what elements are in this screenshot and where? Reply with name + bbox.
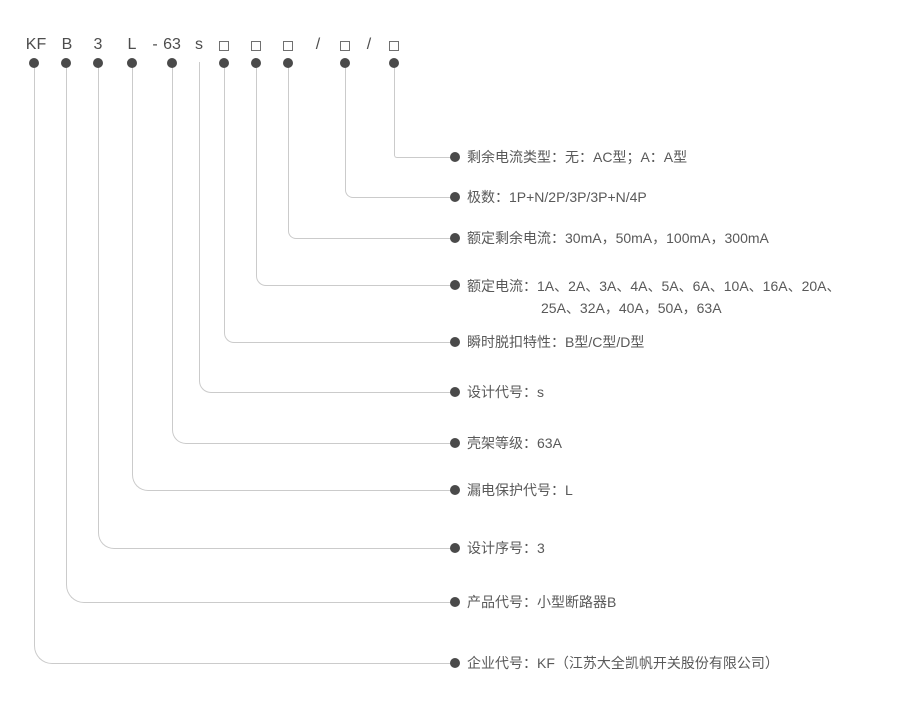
connector-dot-trip [219, 58, 229, 68]
connector-dot-type [389, 58, 399, 68]
label-dot-poles [450, 192, 460, 202]
connector-line-rated-current [256, 63, 456, 286]
label-dot-design-code [450, 387, 460, 397]
code-box-poles [340, 41, 350, 51]
label-dot-design-serial [450, 543, 460, 553]
label-rated-residual-current: 额定剩余电流：30mA，50mA，100mA，300mA [467, 230, 769, 246]
connector-line-product-code [66, 63, 456, 603]
connector-dot-current [251, 58, 261, 68]
code-part-company: KF [25, 36, 47, 53]
label-dot-residual-type [450, 152, 460, 162]
label-residual-current-type: 剩余电流类型：无：AC型；A：A型 [467, 149, 688, 165]
code-slash-2: / [366, 36, 372, 53]
label-design-serial: 设计序号：3 [467, 540, 545, 556]
connector-line-company-code [34, 63, 456, 664]
connector-line-leakage-code [132, 63, 456, 491]
connector-line-frame-rating [172, 63, 456, 444]
connector-dot-company [29, 58, 39, 68]
connector-line-design-code [199, 62, 456, 393]
connector-line-trip [224, 63, 456, 343]
connector-line-design-serial [98, 63, 456, 549]
code-box-rated-residual [283, 41, 293, 51]
label-dot-company-code [450, 658, 460, 668]
connector-dot-leakage [127, 58, 137, 68]
label-poles: 极数：1P+N/2P/3P/3P+N/4P [467, 189, 647, 205]
label-rated-current: 额定电流：1A、2A、3A、4A、5A、6A、10A、16A、20A、 25A、… [467, 275, 840, 319]
code-part-dash: - [152, 36, 158, 53]
connector-line-poles [345, 63, 456, 198]
label-rated-current-line2: 25A、32A，40A，50A，63A [541, 300, 722, 316]
label-dot-product-code [450, 597, 460, 607]
label-dot-trip [450, 337, 460, 347]
connector-dot-product [61, 58, 71, 68]
label-company-code: 企业代号：KF（江苏大全凯帆开关股份有限公司） [467, 655, 779, 671]
code-part-product: B [61, 36, 73, 53]
connector-dot-serial [93, 58, 103, 68]
label-dot-frame-rating [450, 438, 460, 448]
connector-line-rated-residual [288, 63, 456, 239]
code-part-serial: 3 [93, 36, 103, 53]
label-dot-rated-residual [450, 233, 460, 243]
code-box-residual-type [389, 41, 399, 51]
connector-dot-residual [283, 58, 293, 68]
label-trip-characteristic: 瞬时脱扣特性：B型/C型/D型 [467, 334, 645, 350]
label-design-code: 设计代号：s [467, 384, 544, 400]
label-frame-rating: 壳架等级：63A [467, 435, 562, 451]
code-part-frame: 63 [163, 36, 181, 53]
code-box-trip-characteristic [219, 41, 229, 51]
code-part-design: s [195, 36, 203, 53]
connector-dot-frame [167, 58, 177, 68]
connector-dot-poles [340, 58, 350, 68]
label-leakage-code: 漏电保护代号：L [467, 482, 573, 498]
code-slash-1: / [315, 36, 321, 53]
label-product-code: 产品代号：小型断路器B [467, 594, 617, 610]
code-box-rated-current [251, 41, 261, 51]
code-part-leakage: L [127, 36, 137, 53]
label-dot-leakage-code [450, 485, 460, 495]
label-dot-rated-current [450, 280, 460, 290]
connector-line-residual-type [394, 63, 456, 158]
label-rated-current-line1: 额定电流：1A、2A、3A、4A、5A、6A、10A、16A、20A、 [467, 278, 841, 294]
